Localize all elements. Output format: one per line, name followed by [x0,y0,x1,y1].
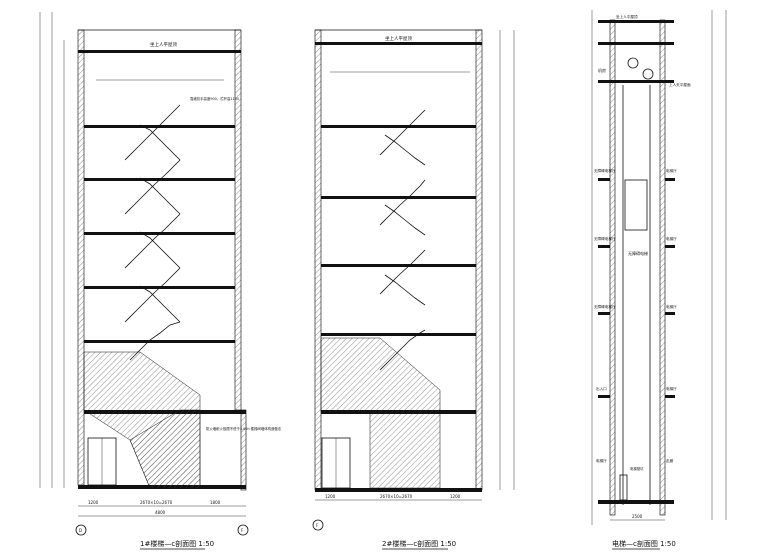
section-2-roof-note: 坐上人平屋顶 [385,35,412,42]
door-label-5: 电梯厅 [596,458,607,463]
section-1-roof-slab [78,50,241,53]
sheave-left [627,57,639,69]
section-1-fire-note: 防火墙耐火极限不低于3.00h 楼梯间墙体构造做法 [206,426,282,431]
section-2-stair-flights [379,109,426,371]
svg-text:2670×10=2670: 2670×10=2670 [140,500,173,505]
pit-ladder [619,474,628,501]
section-2: 坐上人平屋顶 1200 2670×10=2670 1200 [312,29,515,550]
section-3-elevator: 坐上人平屋顶 机房 上人天平屋面 无障碍电梯 无障碍电梯厅 无障碍电梯厅 无障碍… [591,10,727,550]
door-label-3: 无障碍电梯厅 [594,304,616,309]
section-3-title: 电梯—c剖面图 1:50 [612,539,676,548]
elevator-car [624,179,648,231]
svg-text:1800: 1800 [210,500,221,505]
section-2-ground-hatch [320,337,441,489]
roof-access-label: 上人天平屋面 [669,82,691,87]
svg-text:1200: 1200 [450,494,461,499]
section-2-bottom-dims: 1200 2670×10=2670 1200 [315,494,482,501]
elevator-left-wall [609,19,616,516]
sheave-right [642,68,654,80]
elevator-roof-note: 坐上人平屋顶 [616,14,638,19]
section-1-right-wall [234,29,242,411]
section-1-title: 1#楼梯—c剖面图 1:50 [140,539,214,548]
right-label-2: 电梯厅 [666,236,677,241]
svg-text:4800: 4800 [155,510,166,515]
section-1: 坐上人平屋顶 防火墙耐火极限不低于3.00h 楼梯间墙体构造做法 靠墙扶手高度9… [39,12,282,550]
section-1-axis-left: D [79,528,82,533]
section-2-title: 2#楼梯—c剖面图 1:50 [382,539,456,548]
section-1-roof-note: 坐上人平屋顶 [150,41,177,48]
shaft-label: 无障碍电梯 [628,250,648,256]
section-1-railing-note: 靠墙扶手高度900，栏杆高1100 [190,96,239,101]
door-label-4: 出入口 [596,386,607,391]
section-1-stair-flights [124,104,181,361]
svg-text:1200: 1200 [88,500,99,505]
section-2-axis-left: F [316,523,319,528]
right-label-3: 电梯厅 [666,304,677,309]
machine-room-label: 机房 [598,67,606,73]
door-label-2: 无障碍电梯厅 [594,236,616,241]
section-2-left-wall [314,29,322,491]
right-label-4: 电梯厅 [666,386,677,391]
section-1-left-dims [39,12,65,488]
section-2-right-wall [475,29,483,491]
svg-text:2500: 2500 [632,514,643,519]
section-1-axis-right: F [241,528,244,533]
svg-text:1200: 1200 [325,494,336,499]
elevator-right-wall [659,19,666,516]
door-label-1: 无障碍电梯厅 [594,168,616,173]
right-label-5: 走廊 [666,458,674,463]
elevator-floor-slabs [598,178,675,504]
section-1-bottom-dims: 1200 2670×10=2670 1800 4800 [78,500,246,517]
section-1-left-wall [77,29,85,486]
right-label-1: 电梯厅 [666,168,677,173]
svg-text:2670×10=2670: 2670×10=2670 [380,494,413,499]
pit-label: 电梯基坑 [630,466,644,471]
